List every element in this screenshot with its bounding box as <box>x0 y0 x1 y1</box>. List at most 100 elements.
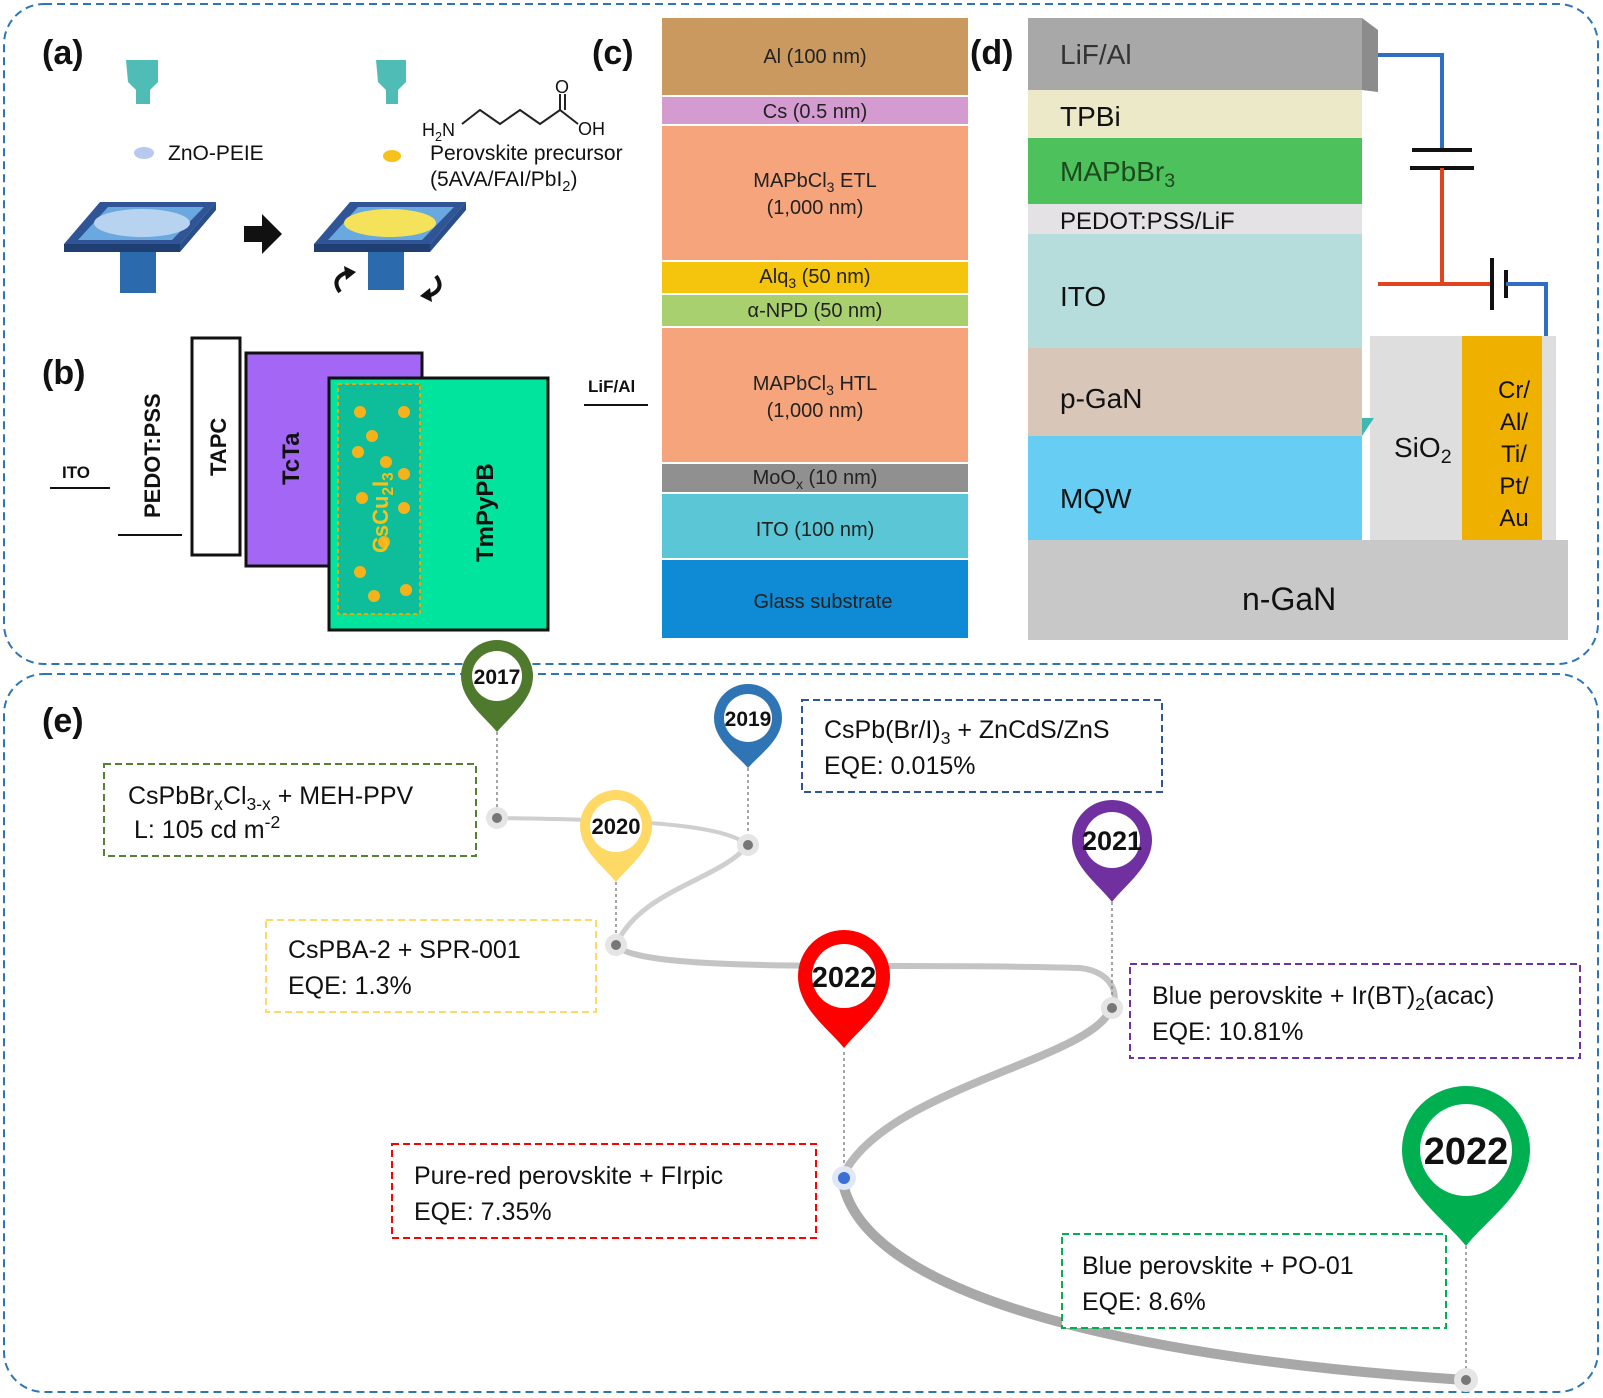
layer-mqw <box>1028 436 1362 540</box>
layer-alq3 <box>662 262 968 293</box>
tmpypb-label: TmPyPB <box>472 463 499 562</box>
layer-htl-label: MAPbCl3 HTL <box>753 373 878 398</box>
pin-year-2022-red: 2022 <box>812 962 877 994</box>
arrow-right-icon <box>244 214 282 254</box>
event-box-2019 <box>801 699 1163 793</box>
event-2022g-line2: EQE: 8.6% <box>1082 1288 1206 1316</box>
metal-label-cr: Cr/ <box>1498 377 1530 404</box>
pin-year-2019: 2019 <box>725 708 772 731</box>
metal-label-au: Au <box>1499 505 1528 532</box>
circuit-wire-top <box>1378 53 1444 150</box>
layer-cs <box>662 97 968 124</box>
metal-contact <box>1462 336 1542 540</box>
timeline-nodes <box>486 807 1478 1392</box>
lif-level-label: LiF/Al <box>588 377 635 396</box>
layer-pedot-d <box>1028 204 1362 234</box>
layer-pgan-label: p-GaN <box>1060 383 1142 414</box>
panel-label-d: (d) <box>970 34 1013 72</box>
layer-npd-label: α-NPD (50 nm) <box>748 300 883 322</box>
cscu2i3-layer <box>337 383 421 615</box>
layer-glass <box>662 560 968 638</box>
precursor-label: Perovskite precursor <box>430 142 623 165</box>
tapc-layer <box>190 336 242 557</box>
timeline: 2017 2019 2020 2021 2022 2022 <box>103 640 1581 1392</box>
map-pin-icon: 2017 <box>461 640 533 732</box>
layer-glass-label: Glass substrate <box>754 591 893 613</box>
circuit-wire-bottom <box>1506 282 1548 336</box>
top-frame <box>3 3 1599 665</box>
oxygen-label: O <box>555 77 569 97</box>
event-2019-line1: CsPb(Br/I)3 + ZnCdS/ZnS <box>824 716 1110 748</box>
metal-label-al: Al/ <box>1500 409 1528 436</box>
event-2021-line1: Blue perovskite + Ir(BT)2(acac) <box>1152 982 1494 1014</box>
layer-ito-d <box>1028 234 1362 348</box>
map-pin-icon: 2021 <box>1072 800 1152 902</box>
layer-lifal-label: LiF/Al <box>1060 39 1132 70</box>
layer-htl-thickness: (1,000 nm) <box>767 400 864 422</box>
tcta-label: TcTa <box>278 432 305 485</box>
panel-b: ITO PEDOT:PSS TAPC TcTa CsCu2I3 TmPyPB L… <box>50 336 648 632</box>
map-pin-icon: 2022 <box>1402 1086 1530 1246</box>
layer-alq3-label: Alq3 (50 nm) <box>759 266 870 291</box>
timeline-path <box>496 816 750 847</box>
layer-al-label: Al (100 nm) <box>763 46 866 68</box>
layer-tpbi-label: TPBi <box>1060 101 1121 132</box>
panel-label-e: (e) <box>42 702 84 740</box>
layer-pgan <box>1028 348 1362 436</box>
map-pin-icon: 2022 <box>798 930 890 1048</box>
layer-ito-d-label: ITO <box>1060 281 1106 312</box>
panel-label-a: (a) <box>42 34 84 72</box>
layer-npd <box>662 295 968 326</box>
oh-label: OH <box>578 119 605 139</box>
layer-ito-label: ITO (100 nm) <box>756 519 875 541</box>
event-box-2022-red <box>391 1143 817 1239</box>
event-2020-line1: CsPBA-2 + SPR-001 <box>288 936 521 964</box>
zno-dot-icon <box>134 147 154 159</box>
panel-a: ZnO-PEIE H2N O OH Perovskite precursor (… <box>64 60 623 302</box>
layer-mapbbr3 <box>1028 138 1362 204</box>
event-2019-line2: EQE: 0.015% <box>824 752 975 780</box>
layer-ngan-label: n-GaN <box>1242 581 1336 617</box>
layer-cs-label: Cs (0.5 nm) <box>763 101 867 123</box>
pin-year-2017: 2017 <box>474 666 521 689</box>
pedot-level-label: PEDOT:PSS <box>140 393 165 518</box>
bottom-frame <box>3 673 1599 1393</box>
event-box-2017 <box>103 763 477 857</box>
event-box-2020 <box>265 919 597 1013</box>
event-2022r-line1: Pure-red perovskite + FIrpic <box>414 1162 723 1190</box>
zno-label: ZnO-PEIE <box>168 142 264 165</box>
timeline-path <box>613 843 750 947</box>
spin-substrate-zno <box>64 202 216 293</box>
panel-label-b: (b) <box>42 354 85 392</box>
dispenser-nozzle-icon <box>376 60 406 104</box>
layer-etl-label: MAPbCl3 ETL <box>753 170 876 195</box>
layer-moox-label: MoOx (10 nm) <box>753 467 878 492</box>
lifal-side <box>1362 18 1378 92</box>
layer-ngan <box>1028 540 1568 640</box>
layer-ito <box>662 494 968 558</box>
5ava-molecule: H2N O OH <box>422 77 605 144</box>
spin-substrate-perovskite <box>314 202 466 302</box>
layer-lifal <box>1028 18 1362 90</box>
circuit-wire-mid <box>1378 168 1444 286</box>
event-2022g-line1: Blue perovskite + PO-01 <box>1082 1252 1354 1280</box>
layer-etl <box>662 126 968 260</box>
cscu2i3-label: CsCu2I3 <box>368 472 397 553</box>
timeline-path <box>613 942 1118 1013</box>
panel-label-c: (c) <box>592 34 634 72</box>
panel-c-stack: Al (100 nm) Cs (0.5 nm) MAPbCl3 ETL (1,0… <box>662 18 968 638</box>
event-2017-line1: CsPbBrxCl3-x + MEH-PPV <box>128 782 414 814</box>
pin-year-2020: 2020 <box>592 814 641 839</box>
timeline-path <box>838 1008 1114 1180</box>
tapc-label: TAPC <box>206 418 231 476</box>
timeline-path <box>837 1177 1467 1385</box>
panel-d-device: LiF/Al TPBi MAPbBr3 PEDOT:PSS/LiF ITO p-… <box>1028 18 1568 640</box>
layer-moox <box>662 464 968 492</box>
layer-al <box>662 18 968 95</box>
metal-label-ti: Ti/ <box>1501 441 1527 468</box>
layer-mapbbr3-label: MAPbBr3 <box>1060 156 1175 192</box>
pin-year-2021: 2021 <box>1082 826 1142 856</box>
layer-mqw-label: MQW <box>1060 483 1132 514</box>
event-2020-line2: EQE: 1.3% <box>288 972 412 1000</box>
